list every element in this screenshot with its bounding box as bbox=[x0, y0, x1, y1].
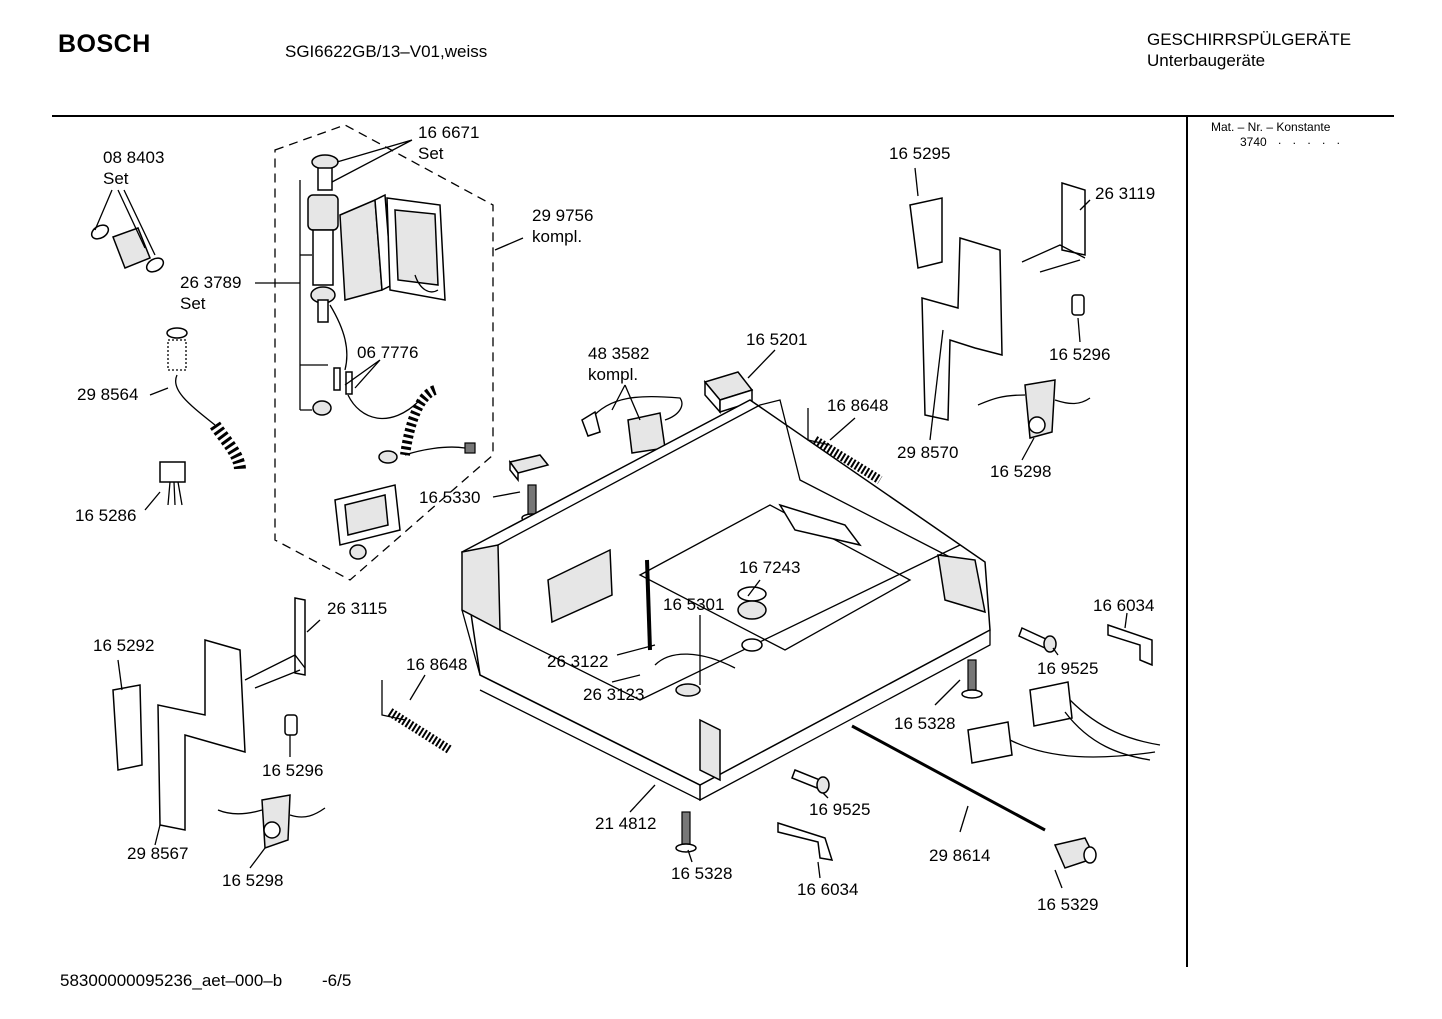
part-number-label: 16 5296 bbox=[262, 761, 323, 780]
leader-lines bbox=[94, 139, 1128, 889]
part-number-label: 16 6034 bbox=[797, 880, 858, 899]
header-divider bbox=[52, 115, 1394, 117]
inlet-valve-assembly bbox=[299, 154, 393, 416]
part-number-label: 29 8564 bbox=[77, 385, 138, 404]
part-number-label: 16 6034 bbox=[1093, 596, 1154, 615]
subcategory-title: Unterbaugeräte bbox=[1147, 51, 1266, 70]
part-note-label: Set bbox=[418, 144, 444, 163]
part-number-label: 29 9756 bbox=[532, 206, 593, 225]
hinge-clip-16-5296-right bbox=[1071, 294, 1085, 316]
cap-16-5329 bbox=[1053, 837, 1097, 869]
sidebar-divider bbox=[1186, 116, 1188, 967]
sump-seal-16-7243 bbox=[737, 586, 767, 652]
bolt-16-9525-upper bbox=[1018, 626, 1057, 653]
corrugated-hose bbox=[166, 327, 246, 471]
model-number: SGI6622GB/13–V01,weiss bbox=[285, 42, 488, 61]
part-number-label: 16 5286 bbox=[75, 506, 136, 525]
material-number-code: 3740 bbox=[1240, 135, 1267, 149]
part-number-label: 16 5328 bbox=[894, 714, 955, 733]
counterweight-16-5298-right bbox=[977, 379, 1091, 439]
part-number-label: 26 3119 bbox=[1095, 184, 1155, 203]
page-number: -6/5 bbox=[322, 971, 352, 990]
screw-16-5328-lower bbox=[675, 811, 697, 853]
part-number-label: 29 8567 bbox=[127, 844, 188, 863]
part-number-label: 26 3115 bbox=[327, 599, 387, 618]
part-number-label: 48 3582 bbox=[588, 344, 649, 363]
part-labels: 16 6671 Set 08 8403 Set 29 9756 kompl. 2… bbox=[75, 123, 1155, 914]
part-number-label: 16 5296 bbox=[1049, 345, 1110, 364]
part-note-label: kompl. bbox=[532, 227, 582, 246]
part-number-label: 16 8648 bbox=[406, 655, 467, 674]
assembly-dashed-outline bbox=[274, 124, 494, 581]
material-number-heading: Mat. – Nr. – Konstante bbox=[1211, 120, 1331, 134]
part-number-label: 16 5298 bbox=[990, 462, 1051, 481]
part-number-label: 06 7776 bbox=[357, 343, 418, 362]
rod-29-8614 bbox=[851, 724, 1046, 832]
bracket-16-5292 bbox=[112, 684, 143, 771]
brand-logo: BOSCH bbox=[58, 30, 151, 58]
part-number-label: 16 9525 bbox=[1037, 659, 1098, 678]
part-number-label: 16 5201 bbox=[746, 330, 807, 349]
part-number-label: 21 4812 bbox=[595, 814, 656, 833]
air-break-housing bbox=[386, 197, 446, 301]
part-note-label: Set bbox=[180, 294, 206, 313]
category-title: GESCHIRRSPÜLGERÄTE bbox=[1147, 30, 1352, 49]
base-tub bbox=[461, 399, 991, 802]
part-number-label: 16 9525 bbox=[809, 800, 870, 819]
hinge-clip-16-5296-left bbox=[284, 714, 298, 736]
part-number-label: 26 3789 bbox=[180, 273, 241, 292]
screw-16-5328-right bbox=[961, 659, 983, 699]
cable-connectors bbox=[967, 681, 1161, 764]
side-plate-29-8570 bbox=[921, 237, 1003, 421]
heat-spring-clip-left bbox=[381, 680, 453, 754]
clip-part bbox=[159, 461, 186, 506]
hose-piece-with-clamps bbox=[90, 224, 165, 273]
part-note-label: kompl. bbox=[588, 365, 638, 384]
side-plate-29-8567 bbox=[157, 639, 246, 831]
part-number-label: 16 5298 bbox=[222, 871, 283, 890]
level-switch-bracket bbox=[334, 484, 401, 560]
cable-harness bbox=[581, 396, 683, 454]
part-number-label: 16 5292 bbox=[93, 636, 154, 655]
part-number-label: 16 5329 bbox=[1037, 895, 1098, 914]
bracket-26-3115 bbox=[244, 597, 306, 689]
spiral-hose-in-assembly bbox=[347, 385, 476, 464]
part-number-label: 16 5328 bbox=[671, 864, 732, 883]
part-number-label: 16 8648 bbox=[827, 396, 888, 415]
part-number-label: 16 5295 bbox=[889, 144, 950, 163]
material-number-dots: . . . . . bbox=[1278, 133, 1345, 147]
bolt-16-9525-lower bbox=[791, 769, 830, 794]
part-number-label: 08 8403 bbox=[103, 148, 164, 167]
part-note-label: Set bbox=[103, 169, 129, 188]
rail-16-6034-lower bbox=[777, 821, 834, 861]
part-number-label: 29 8614 bbox=[929, 846, 990, 865]
heat-spring-clip-right bbox=[807, 408, 883, 484]
counterweight-16-5298-left bbox=[217, 794, 326, 850]
part-number-label: 16 6671 bbox=[418, 123, 479, 142]
document-id: 58300000095236_aet–000–b bbox=[60, 971, 283, 990]
float-disc-16-5301 bbox=[654, 653, 736, 697]
bracket-16-5295 bbox=[909, 197, 943, 269]
rail-16-6034-right bbox=[1107, 623, 1153, 667]
connector-block bbox=[703, 371, 754, 414]
sensor-clips-06-7776 bbox=[333, 367, 353, 395]
part-number-label: 26 3122 bbox=[547, 652, 608, 671]
part-number-label: 16 5330 bbox=[419, 488, 480, 507]
part-number-label: 29 8570 bbox=[897, 443, 958, 462]
float-block bbox=[508, 454, 550, 483]
bracket-26-3119 bbox=[1021, 181, 1086, 273]
part-number-label: 16 7243 bbox=[739, 558, 800, 577]
part-number-label: 26 3123 bbox=[583, 685, 644, 704]
part-number-label: 16 5301 bbox=[663, 595, 724, 614]
